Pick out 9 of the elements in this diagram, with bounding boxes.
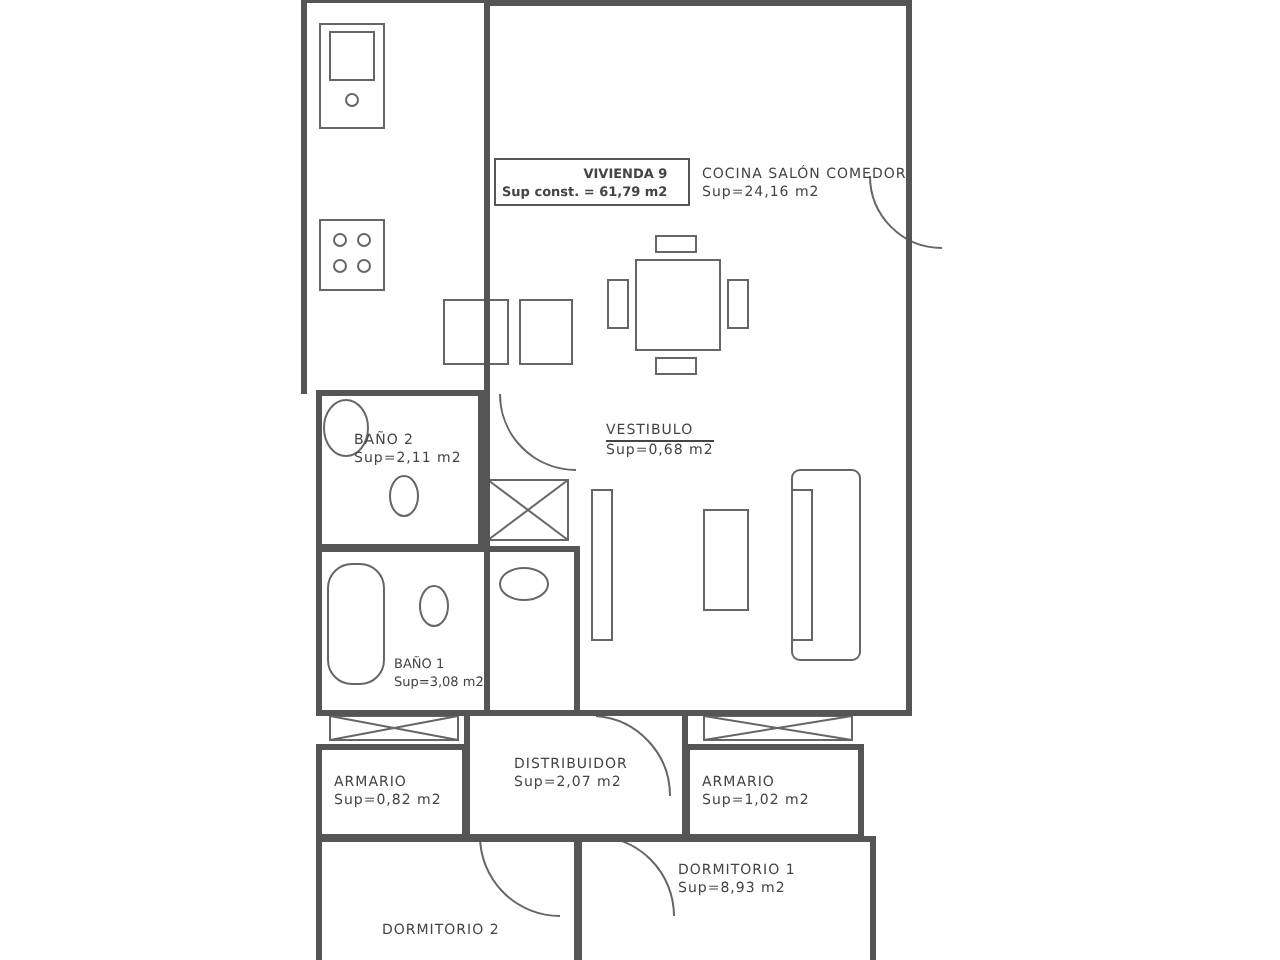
room-outline — [684, 744, 864, 840]
room-outline — [316, 744, 468, 840]
room-outline — [484, 0, 912, 716]
room-outline — [576, 836, 876, 960]
room-outline — [464, 710, 688, 840]
room-outline — [316, 390, 484, 550]
title-box — [494, 158, 690, 206]
room-outline — [316, 836, 580, 960]
room-outline — [316, 546, 580, 716]
